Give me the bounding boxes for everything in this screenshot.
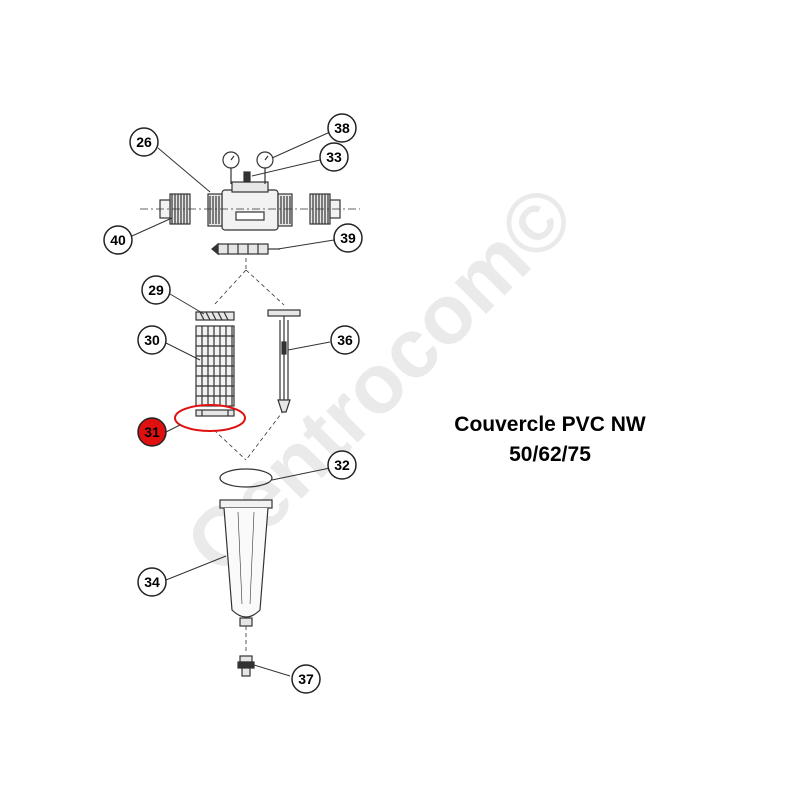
callout-label: 26 <box>136 134 152 150</box>
callout-36: 36 <box>330 325 360 355</box>
rotating-wand <box>211 242 280 256</box>
callout-34: 34 <box>137 567 167 597</box>
callout-label: 32 <box>334 457 350 473</box>
filter-bowl <box>219 499 273 627</box>
callout-label: 31 <box>144 424 160 440</box>
filter-mesh <box>195 325 235 407</box>
callout-40: 40 <box>103 225 133 255</box>
o-ring <box>219 468 273 488</box>
callout-33: 33 <box>319 142 349 172</box>
callout-32: 32 <box>327 450 357 480</box>
callout-29: 29 <box>141 275 171 305</box>
product-title: Couvercle PVC NW 50/62/75 <box>400 410 700 470</box>
callouts: 26 38 33 40 39 29 30 36 <box>103 113 363 694</box>
callout-26: 26 <box>129 127 159 157</box>
callout-label: 40 <box>110 232 126 248</box>
leader-lines <box>131 131 335 677</box>
callout-38: 38 <box>327 113 357 143</box>
callout-label: 38 <box>334 120 350 136</box>
callout-label: 33 <box>326 149 342 165</box>
callout-label: 39 <box>340 230 356 246</box>
assembly-guides <box>213 258 285 652</box>
callout-label: 34 <box>144 574 160 590</box>
callout-label: 29 <box>148 282 164 298</box>
product-title-line1: Couvercle PVC NW <box>454 413 646 436</box>
drain-valve <box>237 655 255 677</box>
callout-label: 37 <box>298 671 314 687</box>
filter-head <box>207 151 293 231</box>
callout-label: 30 <box>144 332 160 348</box>
callout-39: 39 <box>333 223 363 253</box>
highlight-ring <box>174 404 246 432</box>
product-title-line2: 50/62/75 <box>509 443 591 466</box>
grooved-ring <box>195 311 235 321</box>
pvc-cover-part <box>195 409 235 417</box>
callout-30: 30 <box>137 325 167 355</box>
bypass-tube <box>267 309 301 413</box>
callout-31: 31 <box>137 417 167 447</box>
callout-label: 36 <box>337 332 353 348</box>
callout-37: 37 <box>291 664 321 694</box>
